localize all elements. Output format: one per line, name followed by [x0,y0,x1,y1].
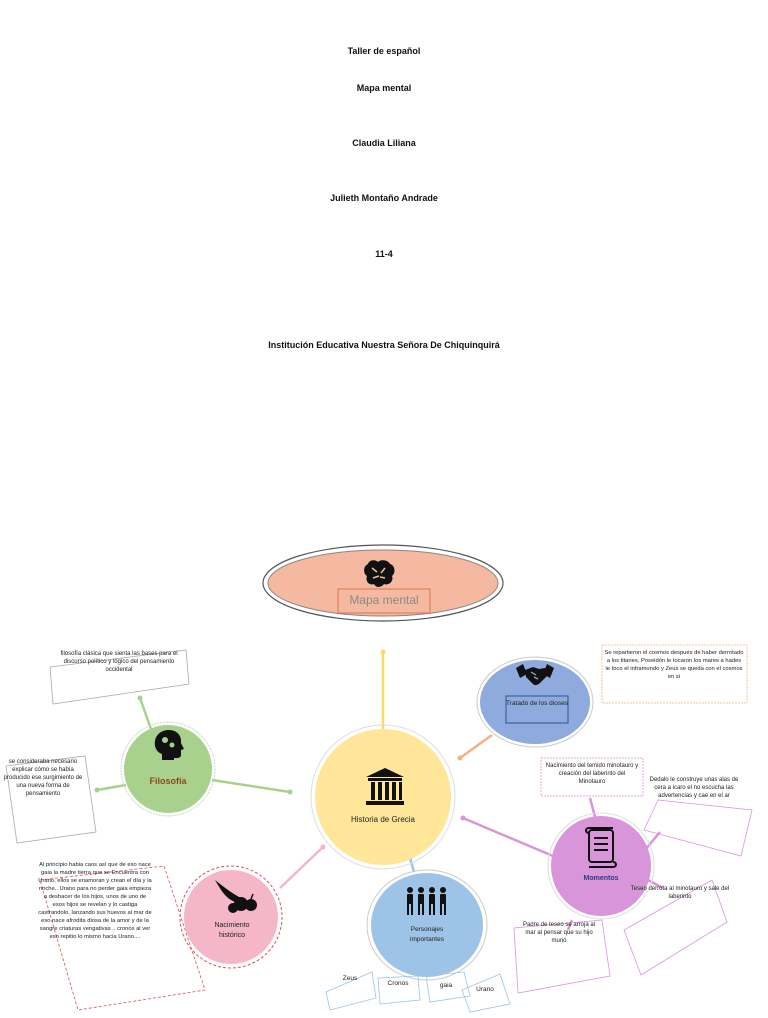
momentos-note-2-box [643,799,753,857]
momentos-note-1: Nacimiento del temido minotauro y creaci… [545,763,639,785]
tratado-box [505,695,569,724]
connector-dot [460,815,466,821]
connector-nacimiento [279,846,324,889]
filosofia-left-note: se consideraba necesario explicar cómo s… [3,759,83,797]
filosofia-label: Filosofía [149,776,187,786]
nacimiento-note-box [39,865,206,1011]
teacher-name: Claudia Liliana [352,138,416,148]
grade: 11-4 [375,249,393,259]
momentos-label: Momentos [583,875,619,882]
connector-momentos [462,816,554,858]
tratado-note-box [601,644,748,704]
connector-filosofia-top [138,697,154,733]
nacimiento-node [184,870,278,964]
nacimiento-label: Nacimiento histórico [214,922,250,939]
momentos-note-3-box [623,879,728,976]
tratado-label: Tratado de los dioses [506,700,568,707]
connector-tratado [459,733,493,760]
connector-dot [94,787,100,793]
zeus-note-box [325,971,377,1011]
cornucopia-icon [215,880,257,913]
title-box [337,588,431,614]
connector-momentos-2 [644,831,661,851]
center-node-ring [310,724,456,870]
momentos-note-1-box [540,757,644,797]
school-name: Institución Educativa Nuestra Señora De … [268,340,500,350]
connector-filosofia-left [96,783,127,792]
connector-dot [380,649,386,655]
gaia-note-box [425,971,471,1003]
momentos-node-ring [547,812,655,920]
student-name: Julieth Montaño Andrade [330,193,438,203]
title-oval-outer [262,544,504,622]
momentos-note-3: Teseo derrota al minotauro y sale del la… [630,886,730,900]
filosofia-node [124,725,212,813]
connector-dot [287,789,293,795]
temple-icon [366,768,404,805]
filosofia-node-ring [120,721,216,817]
brain-icon [364,560,395,587]
cronos-note-box [377,975,421,1005]
tratado-note: Se repartieron el cosmos después de habe… [604,650,744,680]
filosofia-top-note-box [49,649,190,705]
connector-momentos-3 [647,878,664,890]
personaje-name: Urano [476,986,494,993]
connector-dot [320,844,326,850]
nacimiento-note: Al principio habia caos así que de eso n… [38,862,152,940]
nacimiento-node-ring [179,865,283,969]
center-label: Historia de Grecia [350,815,416,824]
urano-note-box [461,973,511,1013]
map-title: Mapa mental [349,593,419,607]
head-gears-icon [154,730,184,760]
personaje-name: Zeus [342,975,358,982]
connector-dot [457,755,463,761]
tratado-node-ring [476,656,594,748]
momentos-note-4: Padre de teseo se arroja al mar al pensa… [522,922,596,944]
center-node [315,729,451,865]
filosofia-left-note-box [5,755,97,844]
connector-filosofia-center [211,778,291,794]
personajes-node [371,873,483,977]
handshake-icon [516,664,554,686]
connector-dot [137,695,143,701]
people-icon [407,887,446,915]
momentos-note-2: Dedalo le construye unas alas de cera a … [649,777,739,799]
connector-momentos-4 [566,919,574,931]
scroll-icon [585,827,617,868]
momentos-note-4-box [513,919,611,994]
course-title: Taller de español [347,46,421,56]
filosofia-top-note: filosofía clásica que sienta las bases p… [60,651,178,673]
personaje-name: gaia [439,982,453,989]
work-type: Mapa mental [356,83,412,93]
personaje-name: Cronos [387,980,409,987]
personajes-label: Personajes importantes [410,926,444,943]
